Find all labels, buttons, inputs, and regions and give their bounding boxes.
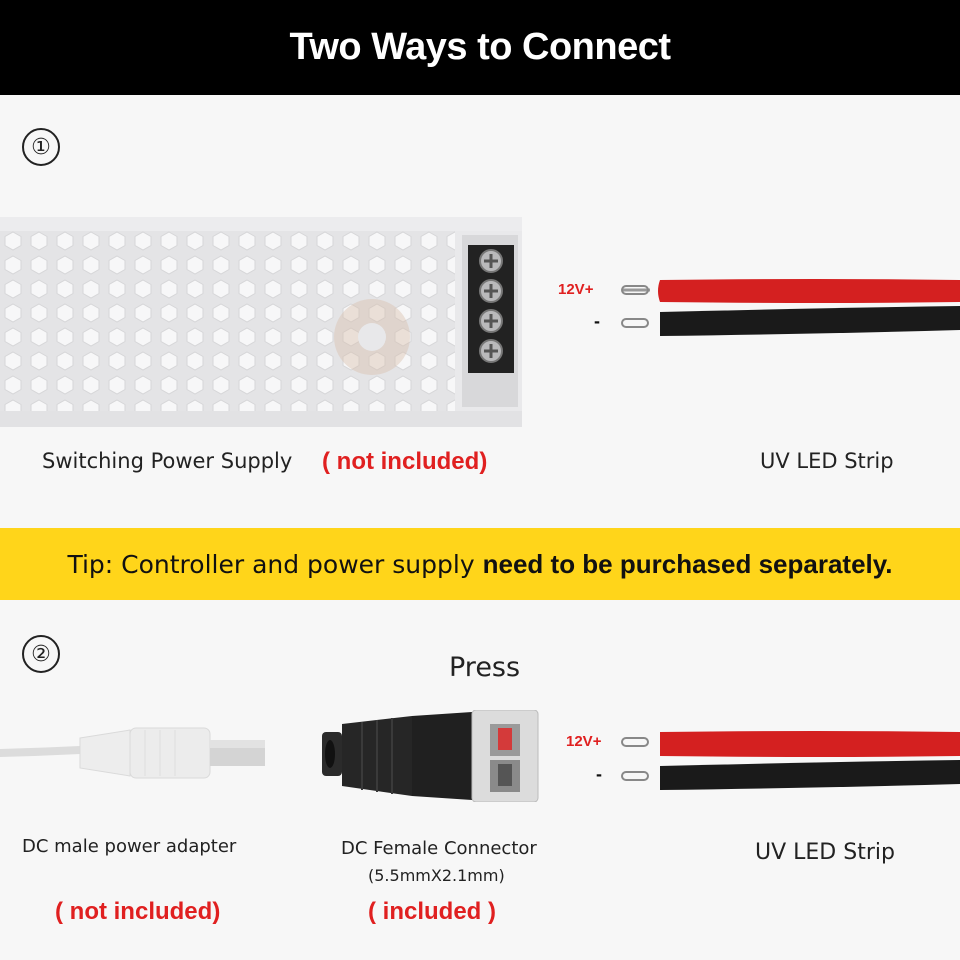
step-one-number: ① <box>31 134 51 160</box>
dc-male-adapter-image <box>0 727 265 779</box>
page-title: Two Ways to Connect <box>289 26 671 68</box>
press-label: Press <box>449 652 521 683</box>
power-supply-not-included: ( not included) <box>322 448 488 475</box>
dc-connector-size: (5.5mmX2.1mm) <box>368 866 505 885</box>
wire-label-plus-1: 12V+ <box>558 281 594 298</box>
step-one-badge: ① <box>22 128 60 166</box>
switching-power-supply-image <box>0 217 522 427</box>
led-strip-label-2: UV LED Strip <box>755 840 895 865</box>
led-strip-wires-1 <box>621 279 960 336</box>
dc-male-adapter-label: DC male power adapter <box>22 836 237 857</box>
tip-emphasis: need to be purchased separately. <box>482 548 893 579</box>
wire-label-plus-2: 12V+ <box>566 733 602 750</box>
tip-text: Tip: Controller and power supply <box>67 549 475 579</box>
dc-connector-included: ( included ) <box>368 898 496 925</box>
header-bar: Two Ways to Connect <box>0 0 960 95</box>
dc-female-connector-image <box>322 710 539 802</box>
power-supply-label: Switching Power Supply <box>42 449 293 473</box>
wire-label-minus-1: - <box>594 311 600 331</box>
dc-female-connector-label: DC Female Connector <box>341 838 537 859</box>
dc-adapter-not-included: ( not included) <box>55 898 221 925</box>
tip-banner: Tip: Controller and power supply need to… <box>0 528 960 600</box>
wire-label-minus-2: - <box>596 764 602 784</box>
step-two-badge: ② <box>22 635 60 673</box>
led-strip-wires-2 <box>621 731 960 790</box>
step-two-number: ② <box>31 641 51 667</box>
led-strip-label-1: UV LED Strip <box>760 449 894 473</box>
